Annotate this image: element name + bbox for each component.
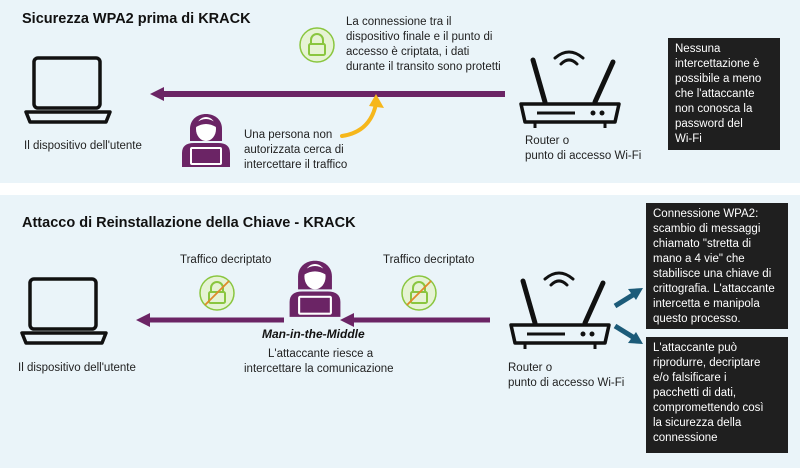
top-device-label: Il dispositivo dell'utente [24, 140, 142, 152]
box-line: e/o falsificare i [653, 372, 727, 384]
lock-note-line: La connessione tra il [346, 16, 452, 28]
bottom-right-arrow [340, 313, 490, 327]
box-line: connessione [653, 432, 718, 444]
box-line: che l'attaccante [675, 88, 755, 100]
box-line: crittografia. L'attaccante [653, 283, 775, 295]
top-connection-arrow [150, 87, 505, 101]
box-line: possibile a meno [675, 73, 762, 85]
box-line: Connessione WPA2: [653, 208, 759, 220]
box-line: compromettendo così [653, 402, 764, 414]
router-icon [519, 50, 621, 128]
box-line: riprodurre, decriptare [653, 357, 761, 369]
bottom-info-box-2: L'attaccante può riprodurre, decriptare … [646, 337, 788, 453]
mitm-label: Man-in-the-Middle [262, 327, 365, 341]
box-line: mano a 4 vie" che [653, 253, 745, 265]
lock-note-line: accesso è criptata, i dati [346, 46, 470, 58]
bottom-router-label-2: punto di accesso Wi-Fi [508, 377, 625, 389]
hacker-icon [182, 114, 230, 167]
attacker-note-line: intercettare il traffico [244, 159, 348, 171]
box-line: non conosca la [675, 103, 753, 115]
box-line: L'attaccante può [653, 342, 738, 354]
unlocked-lock-icon [199, 275, 235, 311]
top-router-label-1: Router o [525, 135, 570, 147]
hacker-icon [289, 260, 341, 317]
box-line: pacchetti di dati, [653, 387, 737, 399]
box-line: questo processo. [653, 313, 741, 325]
box-line: la sicurezza della [653, 417, 742, 429]
decrypted-left-label: Traffico decriptato [180, 254, 272, 266]
box-line: chiamato "stretta di [653, 238, 752, 250]
box-line: scambio di messaggi [653, 223, 761, 235]
box-line: intercetta e manipola [653, 298, 760, 310]
laptop-icon [24, 56, 112, 124]
attacker-note-line: Una persona non [244, 129, 333, 141]
bottom-left-arrow [136, 313, 284, 327]
box-line: stabilisce una chiave di [653, 268, 772, 280]
bottom-info-box-1: Connessione WPA2: scambio di messaggi ch… [646, 203, 788, 329]
attacker-note-line: autorizzata cerca di [244, 144, 344, 156]
laptop-icon [20, 277, 108, 345]
top-title: Sicurezza WPA2 prima di KRACK [22, 11, 251, 27]
mitm-note-line: L'attaccante riesce a [268, 348, 374, 360]
mitm-note-line: intercettare la comunicazione [244, 363, 394, 375]
box-line: Wi-Fi [675, 133, 702, 145]
lock-note-line: durante il transito sono protetti [346, 61, 501, 73]
unlocked-lock-icon [401, 275, 437, 311]
bottom-title: Attacco di Reinstallazione della Chiave … [22, 215, 356, 231]
arrow-icon [613, 323, 643, 344]
top-panel: Sicurezza WPA2 prima di KRACK Il disposi… [0, 0, 800, 183]
router-icon [509, 271, 611, 349]
intercept-arrow-icon [340, 94, 384, 138]
bottom-router-label-1: Router o [508, 362, 553, 374]
lock-note-line: dispositivo finale e il punto di [346, 31, 493, 43]
bottom-device-label: Il dispositivo dell'utente [18, 362, 136, 374]
decrypted-right-label: Traffico decriptato [383, 254, 475, 266]
top-router-label-2: punto di accesso Wi-Fi [525, 150, 642, 162]
box-line: Nessuna [675, 43, 721, 55]
arrow-icon [613, 288, 643, 309]
lock-icon [299, 27, 335, 63]
top-info-box: Nessuna intercettazione è possibile a me… [668, 38, 780, 150]
bottom-panel: Attacco di Reinstallazione della Chiave … [0, 195, 800, 468]
box-line: intercettazione è [675, 58, 760, 70]
box-line: password del [675, 118, 743, 130]
